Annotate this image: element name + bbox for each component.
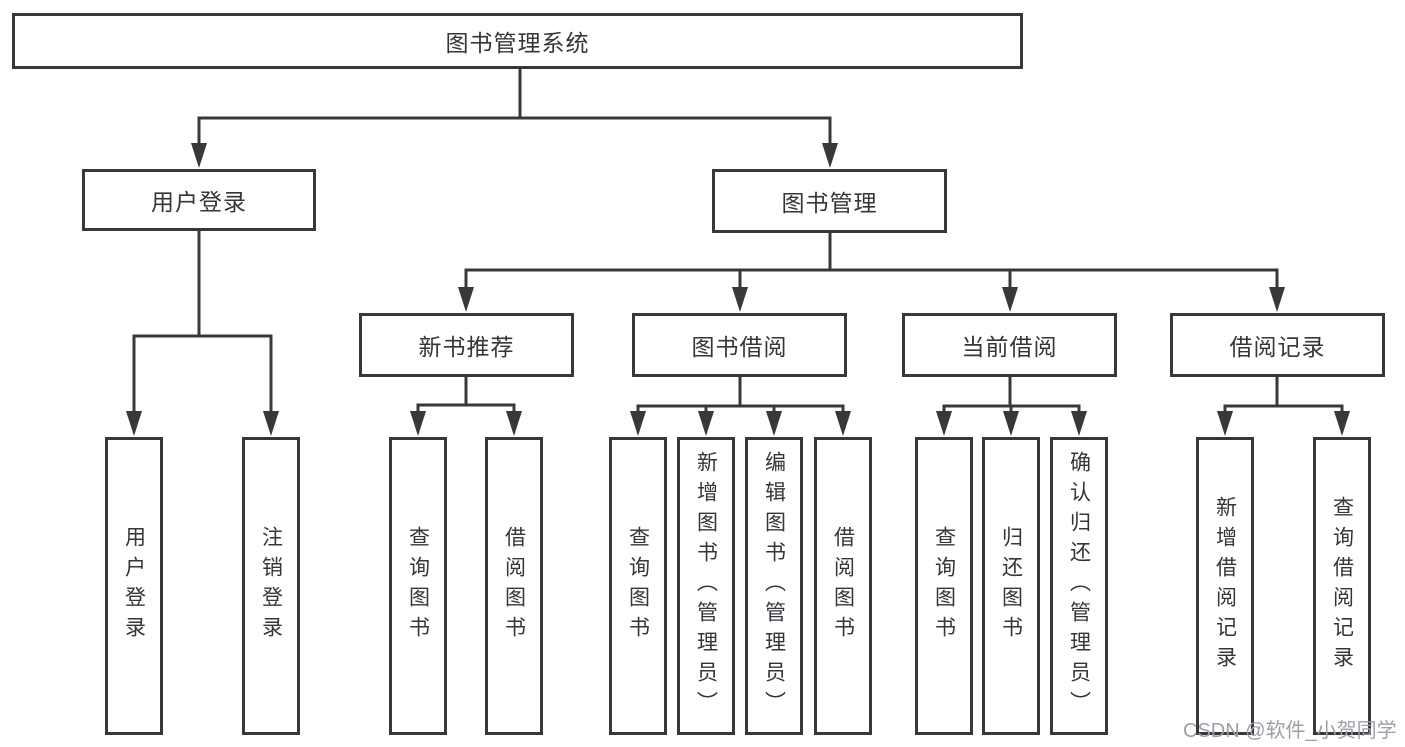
- leaf-user-login: 用户登录: [105, 437, 163, 735]
- leaf-query-books-recommend: 查询图书: [389, 437, 447, 735]
- leaf-query-books-current: 查询图书: [915, 437, 973, 735]
- leaf-label: 注销登录: [259, 526, 283, 646]
- node-current-borrowing: 当前借阅: [902, 313, 1117, 377]
- node-new-book-recommend: 新书推荐: [359, 313, 574, 377]
- leaf-label: 查询借阅记录: [1330, 496, 1354, 676]
- leaf-label: 借阅图书: [502, 526, 526, 646]
- leaf-query-borrow-record: 查询借阅记录: [1313, 437, 1371, 735]
- leaf-add-borrow-record: 新增借阅记录: [1196, 437, 1254, 735]
- leaf-borrow-books: 借阅图书: [814, 437, 872, 735]
- leaf-label: 查询图书: [626, 526, 650, 646]
- leaf-label: 查询图书: [932, 526, 956, 646]
- node-user-login: 用户登录: [82, 169, 316, 231]
- node-book-borrowing: 图书借阅: [632, 313, 847, 377]
- leaf-label: 用户登录: [122, 526, 146, 646]
- leaf-label: 编辑图书（管理员）: [762, 451, 786, 721]
- leaf-label: 新增借阅记录: [1213, 496, 1237, 676]
- leaf-confirm-return-admin: 确认归还（管理员）: [1050, 437, 1108, 735]
- node-borrowing-records: 借阅记录: [1170, 313, 1385, 377]
- leaf-return-books: 归还图书: [982, 437, 1040, 735]
- node-book-management: 图书管理: [712, 169, 947, 233]
- leaf-label: 借阅图书: [831, 526, 855, 646]
- leaf-add-books-admin: 新增图书（管理员）: [677, 437, 735, 735]
- csdn-watermark: CSDN @软件_小贺同学: [1183, 720, 1397, 742]
- leaf-edit-books-admin: 编辑图书（管理员）: [745, 437, 803, 735]
- leaf-query-books-borrowing: 查询图书: [609, 437, 667, 735]
- leaf-label: 新增图书（管理员）: [694, 451, 718, 721]
- leaf-label: 查询图书: [406, 526, 430, 646]
- leaf-label: 归还图书: [999, 526, 1023, 646]
- leaf-logout: 注销登录: [242, 437, 300, 735]
- leaf-borrow-books-recommend: 借阅图书: [485, 437, 543, 735]
- node-library-management-system: 图书管理系统: [12, 13, 1023, 69]
- leaf-label: 确认归还（管理员）: [1067, 451, 1091, 721]
